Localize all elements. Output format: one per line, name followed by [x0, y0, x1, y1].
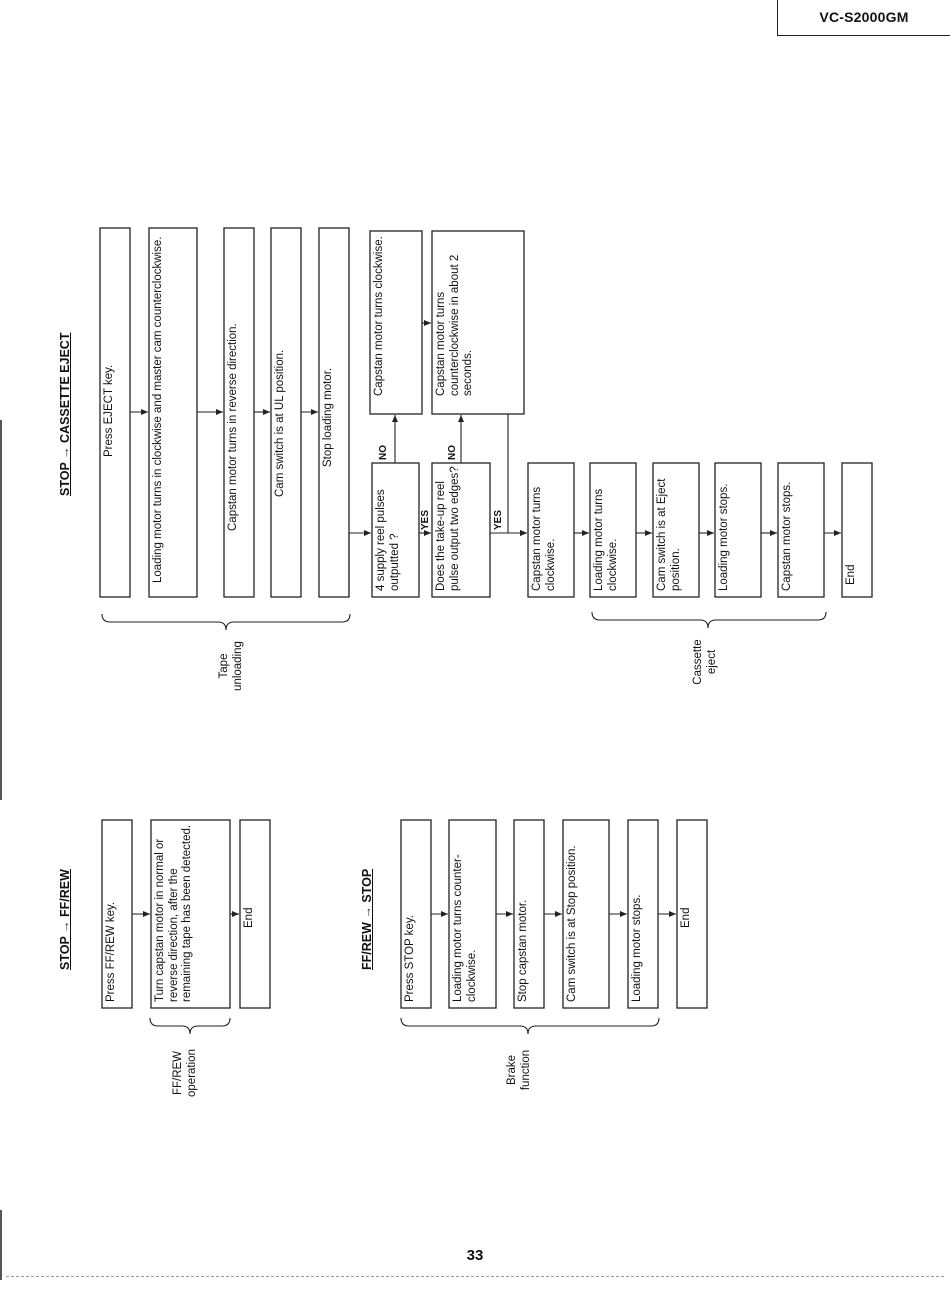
box-eject2-step1 [527, 462, 575, 598]
model-header-box: VC-S2000GM [777, 0, 950, 36]
title-stop-ffrew: STOP → FF/REW [58, 869, 72, 970]
box-no-action2 [431, 230, 525, 415]
model-number: VC-S2000GM [819, 9, 909, 25]
text-stop-step2: Loading motor turns counter-clockwise. [452, 854, 478, 1002]
text-ffrew-end: End [243, 907, 255, 928]
label-no-2: NO [447, 445, 458, 460]
text-no-action1: Capstan motor turns clockwise. [373, 236, 385, 396]
box-eject2-step5 [777, 462, 825, 598]
box-eject2-step2 [589, 462, 637, 598]
label-no-1: NO [378, 445, 389, 460]
brace-eject [591, 611, 827, 629]
title-ffrew-stop: FF/REW → STOP [360, 868, 374, 970]
label-brake-function: Brake function [506, 1049, 532, 1091]
text-stop-step1: Press STOP key. [404, 915, 416, 1002]
text-eject2-step3: Cam switch is at Eject position. [656, 478, 682, 591]
bottom-rule [6, 1276, 944, 1277]
brace-ffrew [149, 1017, 231, 1035]
text-stop-step5: Loading motor stops. [631, 894, 643, 1002]
box-eject-step5 [318, 227, 350, 598]
label-cassette-eject: Cassette eject [692, 639, 718, 685]
box-stop-end [676, 819, 708, 1009]
label-yes-1: YES [420, 509, 431, 530]
brace-brake [400, 1017, 660, 1035]
label-tape-unloading: Tape unloading [218, 641, 244, 691]
text-eject-step5: Stop loading motor. [322, 367, 334, 467]
text-eject-step3: Capstan motor turns in reverse direction… [227, 323, 239, 531]
label-ffrew-operation: FF/REW operation [172, 1049, 198, 1097]
text-eject-step2: Loading motor turns in clockwise and mas… [152, 236, 164, 583]
text-eject2-step2: Loading motor turns clockwise. [593, 488, 619, 591]
label-yes-2: YES [493, 509, 504, 530]
left-edge-line [0, 420, 2, 800]
title-stop-eject: STOP → CASSETTE EJECT [58, 332, 72, 496]
text-no-action2: Capstan motor turns counterclockwise in … [435, 254, 475, 396]
text-ffrew-step1: Press FF/REW key. [105, 901, 117, 1002]
text-stop-step4: Cam switch is at Stop position. [566, 845, 578, 1002]
box-eject2-step4 [714, 462, 762, 598]
box-eject2-step3 [652, 462, 700, 598]
text-eject2-step5: Capstan motor stops. [781, 481, 793, 591]
box-ffrew-end [239, 819, 271, 1009]
text-stop-end: End [680, 907, 692, 928]
text-eject-step4: Cam switch is at UL position. [274, 349, 286, 497]
text-eject2-end: End [845, 564, 857, 585]
text-ffrew-step2: Turn capstan motor in normal or reverse … [154, 824, 194, 1002]
left-edge-line-bottom [0, 1210, 2, 1280]
page-number: 33 [466, 1247, 484, 1264]
text-decision-takeup: Does the take-up reel pulse output two e… [435, 466, 461, 591]
brace-tape [101, 613, 351, 631]
text-stop-step3: Stop capstan motor. [517, 899, 529, 1002]
text-eject2-step1: Capstan motor turns clockwise. [531, 486, 557, 591]
text-decision-supply: 4 supply reel pulses outputted ? [375, 489, 401, 591]
box-eject2-end [841, 462, 873, 598]
text-eject2-step4: Loading motor stops. [718, 483, 730, 591]
text-eject-step1: Press EJECT key. [103, 364, 115, 457]
